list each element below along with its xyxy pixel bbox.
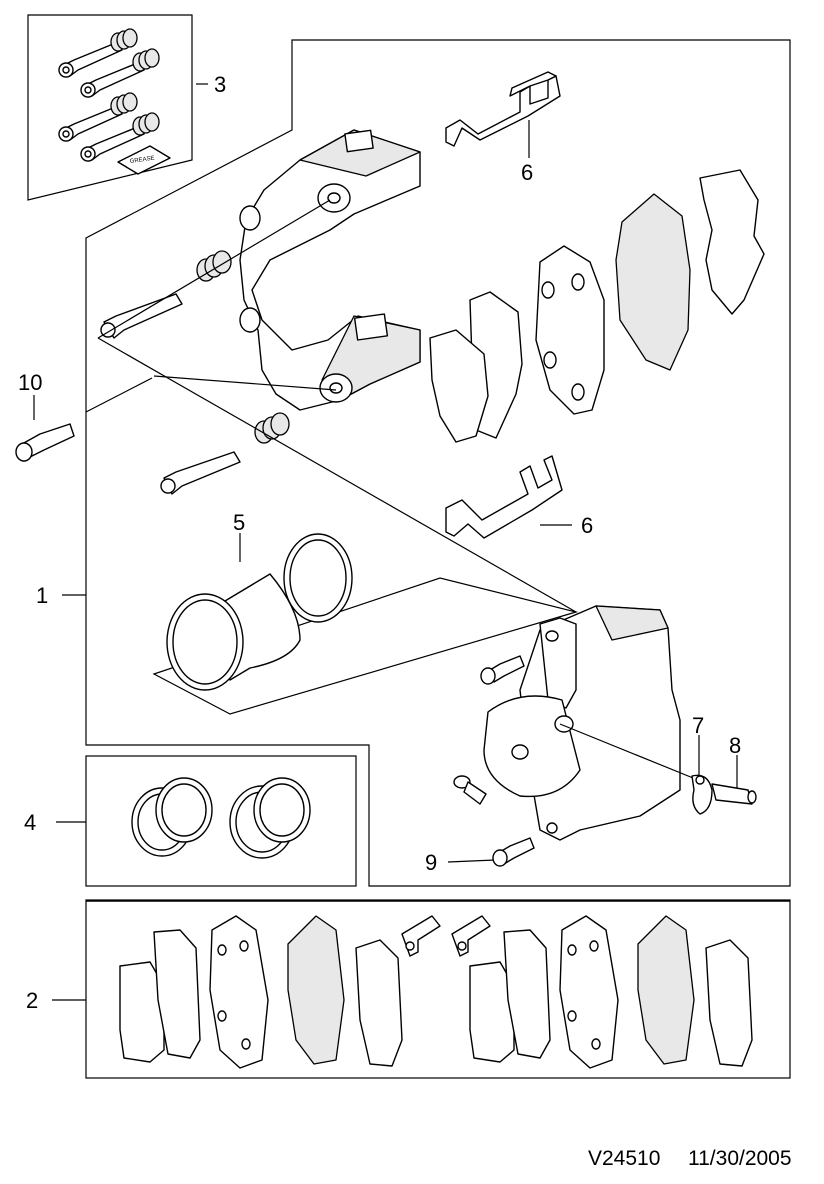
pad-kit-clip-right (451, 915, 491, 957)
bolt-upper (480, 655, 525, 685)
callout-1: 1 (36, 583, 48, 608)
group-box-caliper-assembly (85, 39, 791, 887)
anti-rattle-clip-lower (445, 455, 563, 539)
pad-shim-outer-upper-2 (429, 329, 489, 443)
drawing-date: 11/30/2005 (688, 1147, 792, 1170)
guide-pin-kit: GREASE (58, 28, 171, 175)
callout-9: 9 (425, 850, 437, 875)
brake-pad-outer-upper (615, 193, 691, 371)
group-box-guide-pin-kit (27, 14, 193, 201)
piston-5 (152, 533, 579, 715)
callout-3: 3 (214, 72, 226, 97)
piston-seal-kit (131, 777, 311, 859)
callout-6-upper: 6 (521, 160, 533, 185)
pad-kit-clip-left (401, 915, 441, 957)
pad-shim-outer-upper (699, 169, 765, 315)
callout-5: 5 (233, 510, 245, 535)
callout-2: 2 (26, 988, 38, 1013)
pad-kit-left-set (119, 915, 403, 1069)
pad-kit-right-set (469, 915, 753, 1069)
plug (453, 775, 487, 805)
guide-pin-lower (160, 412, 290, 495)
caliper-housing (483, 605, 681, 841)
group-box-pad-kit (85, 899, 791, 1079)
group-box-piston-seal-kit (85, 755, 357, 887)
callout-6-lower: 6 (581, 513, 593, 538)
callout-10: 10 (18, 370, 42, 395)
caliper-carrier-bracket (239, 129, 421, 411)
grease-packet: GREASE (117, 145, 171, 175)
drawing-reference: V24510 (588, 1147, 660, 1170)
grease-label: GREASE (129, 156, 155, 165)
bleeder-valve-8 (711, 783, 757, 805)
bolt-10 (15, 423, 75, 462)
anti-rattle-clip-upper (445, 71, 561, 147)
callout-4: 4 (24, 810, 36, 835)
brake-pad-inner-upper (535, 245, 605, 415)
bolt-9 (492, 837, 535, 867)
callout-7: 7 (692, 713, 704, 738)
callout-8: 8 (729, 733, 741, 758)
bleeder-cap-7 (691, 774, 713, 815)
